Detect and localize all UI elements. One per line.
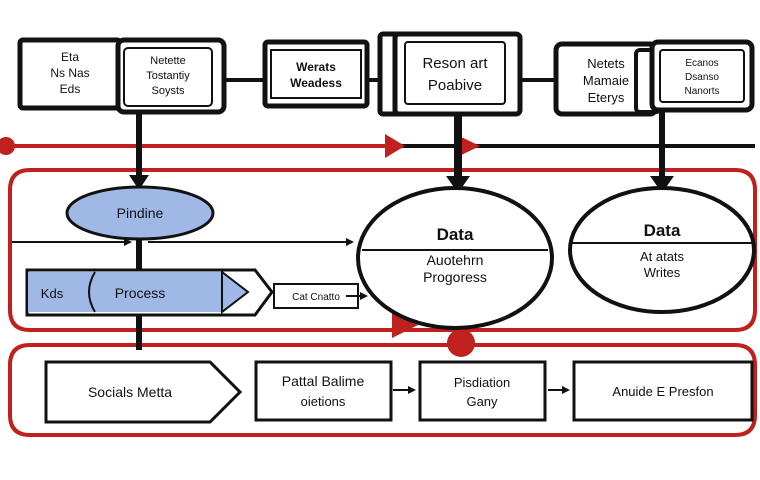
top-box-2-line-3: Soysts [151,85,185,97]
data-node-left[interactable]: Data Auotehrn Progoress [356,186,554,330]
cardinal-node[interactable]: Cat Cnatto [273,283,359,309]
bottom-node-2[interactable]: Pattal Balime oietions [254,360,393,422]
top-box-5[interactable]: Netets Mamaie Eterys [553,41,659,117]
top-box-1-line-3: Eds [60,82,81,96]
cardinal-label: Cat Cnatto [292,292,340,303]
top-box-5-line-1: Netets [587,56,625,71]
top-box-3-line-2: Weadess [290,76,342,90]
bottom-4-line-1: Anuide E Presfon [612,384,713,399]
data-left-line-2: Progoress [423,269,487,285]
data-right-line-1: At atats [640,249,685,264]
top-box-3-line-1: Werats [296,60,336,74]
upper-red-lane [8,168,757,332]
top-box-3[interactable]: Werats Weadess [262,39,370,109]
top-box-4-line-1: Reson art [422,55,488,72]
top-box-1-line-2: Ns Nas [50,66,89,80]
bottom-node-3[interactable]: Pisdiation Gany [418,360,547,422]
red-arrow-lower [392,312,418,338]
kids-label: Kds [41,286,64,301]
process-label: Process [115,285,166,301]
top-box-2[interactable]: Netette Tostantiy Soysts [115,37,227,115]
top-box-1-line-1: Eta [61,50,79,64]
pipeline-label: Pindine [117,205,164,221]
top-box-5-line-3: Eterys [588,90,625,105]
data-node-right[interactable]: Data At atats Writes [568,186,756,314]
bottom-node-1[interactable]: Socials Metta [44,360,243,424]
bottom-2-line-1: Pattal Balime [282,373,365,389]
data-left-line-1: Auotehrn [427,252,484,268]
process-node[interactable]: Kds Process [25,268,274,317]
data-left-title: Data [437,225,474,244]
top-box-6-line-3: Nanorts [684,86,719,97]
red-node-left [0,137,15,155]
top-box-6-line-1: Ecanos [685,58,718,69]
red-node-center [447,329,475,357]
v-arrow-1 [129,175,149,190]
top-box-4-line-2: Poabive [428,77,482,94]
pipeline-node[interactable]: Pindine [65,185,215,241]
bottom-3-line-1: Pisdiation [454,375,510,390]
red-arrow-top [385,134,405,158]
lower-red-lane [8,343,757,437]
bottom-1-line-1: Socials Metta [88,384,172,400]
v-arrow-3 [650,176,674,193]
data-right-title: Data [644,221,681,240]
top-box-2-line-1: Netette [150,55,185,67]
bottom-node-4[interactable]: Anuide E Presfon [572,360,754,422]
top-box-6-line-2: Dsanso [685,72,719,83]
bottom-2-line-2: oietions [301,394,346,409]
data-right-line-2: Writes [644,265,681,280]
top-box-4[interactable]: Reson art Poabive [377,31,523,117]
v-arrow-2 [446,176,470,193]
bottom-3-line-2: Gany [466,394,498,409]
top-box-1[interactable]: Eta Ns Nas Eds [17,37,123,111]
top-box-6[interactable]: Ecanos Dsanso Nanorts [634,39,755,114]
top-box-5-line-2: Mamaie [583,73,629,88]
top-box-2-line-2: Tostantiy [146,70,190,82]
